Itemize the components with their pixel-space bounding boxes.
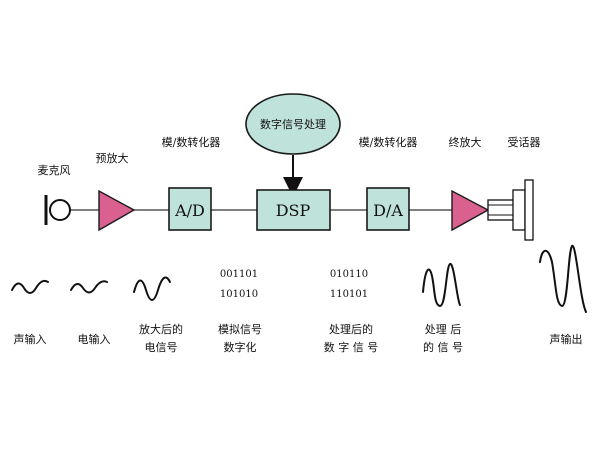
sound-input-wave — [11, 279, 49, 294]
microphone-icon — [44, 195, 71, 225]
caption-digitized-2: 数字化 — [224, 340, 257, 354]
dsp-block-label: DSP — [276, 201, 311, 220]
dsp-block — [256, 189, 331, 231]
receiver-icon — [487, 179, 534, 241]
caption-amplified-1: 放大后的 — [139, 322, 183, 336]
caption-sound-out: 声输出 — [550, 332, 583, 346]
dac-block — [366, 187, 410, 231]
sound-output-wave — [539, 244, 587, 313]
adc-label: 模/数转化器 — [162, 135, 221, 149]
dac-block-label: D/A — [373, 201, 403, 220]
final-amp-triangle — [451, 189, 490, 232]
digital-out-bits-1: 010110 — [330, 269, 368, 280]
microphone-label: 麦克风 — [38, 164, 71, 177]
digital-out-bits-2: 110101 — [330, 289, 368, 300]
electric-input-wave — [70, 280, 108, 294]
adc-block — [168, 187, 212, 231]
dsp-ellipse-label: 数字信号处理 — [260, 117, 326, 131]
caption-amplified-2: 电信号 — [145, 341, 178, 354]
preamp-triangle — [98, 189, 136, 232]
preamp-label: 预放大 — [96, 151, 129, 165]
caption-sound-in: 声输入 — [14, 332, 47, 346]
adc-block-label: A/D — [174, 201, 205, 220]
caption-processed-digital-1: 处理后的 — [329, 322, 373, 336]
dac-label: 模/数转化器 — [359, 135, 418, 149]
processed-signal-wave — [422, 262, 461, 308]
receiver-label: 受话器 — [508, 136, 541, 149]
amplified-wave — [133, 276, 171, 301]
caption-processed-signal-2: 的 信 号 — [423, 340, 463, 354]
caption-processed-digital-2: 数 字 信 号 — [324, 340, 379, 354]
caption-digitized-1: 模拟信号 — [218, 322, 262, 336]
digital-in-bits-2: 101010 — [220, 289, 258, 300]
caption-processed-signal-1: 处理 后 — [425, 323, 462, 336]
digital-in-bits-1: 001101 — [220, 269, 258, 280]
dsp-ellipse — [245, 93, 341, 155]
caption-electric-in: 电输入 — [78, 332, 111, 346]
final-amp-label: 终放大 — [449, 135, 482, 149]
